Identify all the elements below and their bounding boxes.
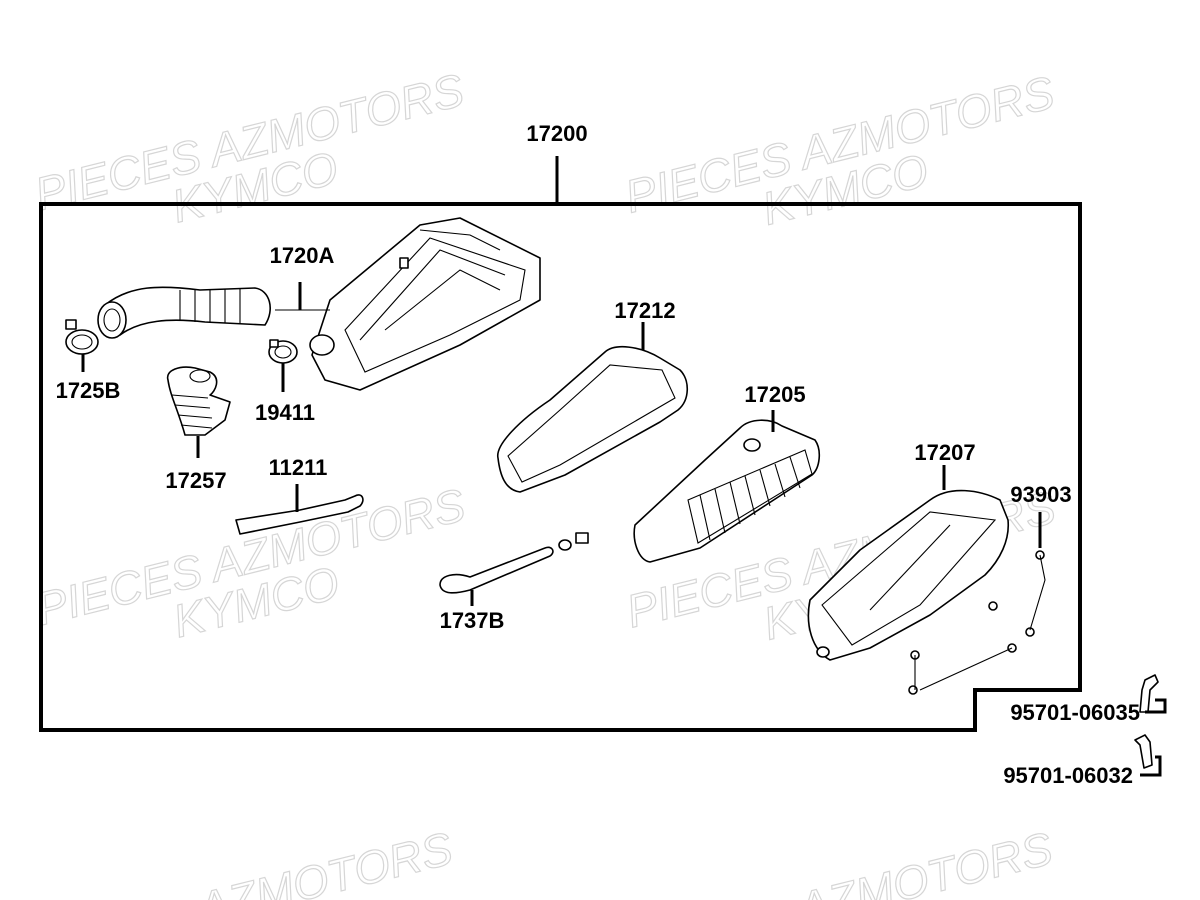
label-17257: 17257 (165, 468, 226, 493)
bolt-06035 (1139, 674, 1159, 713)
drain-tube (439, 532, 589, 594)
label-1725B: 1725B (56, 378, 121, 403)
filter-element (633, 419, 821, 563)
svg-text:AZMOTORS: AZMOTORS (190, 822, 458, 900)
intake-hose (97, 286, 271, 339)
bolt-06032 (1134, 734, 1153, 769)
label-17207: 17207 (914, 440, 975, 465)
intake-duct (166, 366, 231, 436)
label-93903: 93903 (1010, 482, 1071, 507)
label-95701-06032: 95701-06032 (1003, 763, 1133, 788)
label-11211: 11211 (269, 455, 328, 480)
label-17212: 17212 (614, 298, 675, 323)
label-95701-06035: 95701-06035 (1010, 700, 1140, 725)
filter-cover (807, 489, 1010, 661)
watermark-mid-left: PIECES AZMOTORS KYMCO (30, 478, 471, 648)
label-19411: 19411 (255, 400, 315, 425)
svg-text:AZMOTORS: AZMOTORS (790, 822, 1058, 900)
air-filter-case (309, 217, 541, 391)
hose-clamp-small (268, 339, 298, 364)
label-1737B: 1737B (440, 608, 505, 633)
hose-clamp-large (65, 319, 99, 355)
watermark-bottom-right: AZMOTORS (789, 821, 1058, 900)
label-17205: 17205 (744, 382, 805, 407)
filter-seal (497, 345, 689, 493)
label-17200: 17200 (526, 121, 587, 146)
watermark-bottom-left: AZMOTORS (189, 821, 458, 900)
cover-screws (908, 550, 1046, 695)
assembly-frame (39, 202, 1082, 732)
bolt-06032-leader (1140, 755, 1162, 777)
label-1720A: 1720A (270, 243, 335, 268)
bolt-06035-leader (1145, 698, 1167, 714)
watermark-top-right: PIECES AZMOTORS KYMCO (619, 65, 1060, 235)
breather-tube (235, 494, 364, 535)
